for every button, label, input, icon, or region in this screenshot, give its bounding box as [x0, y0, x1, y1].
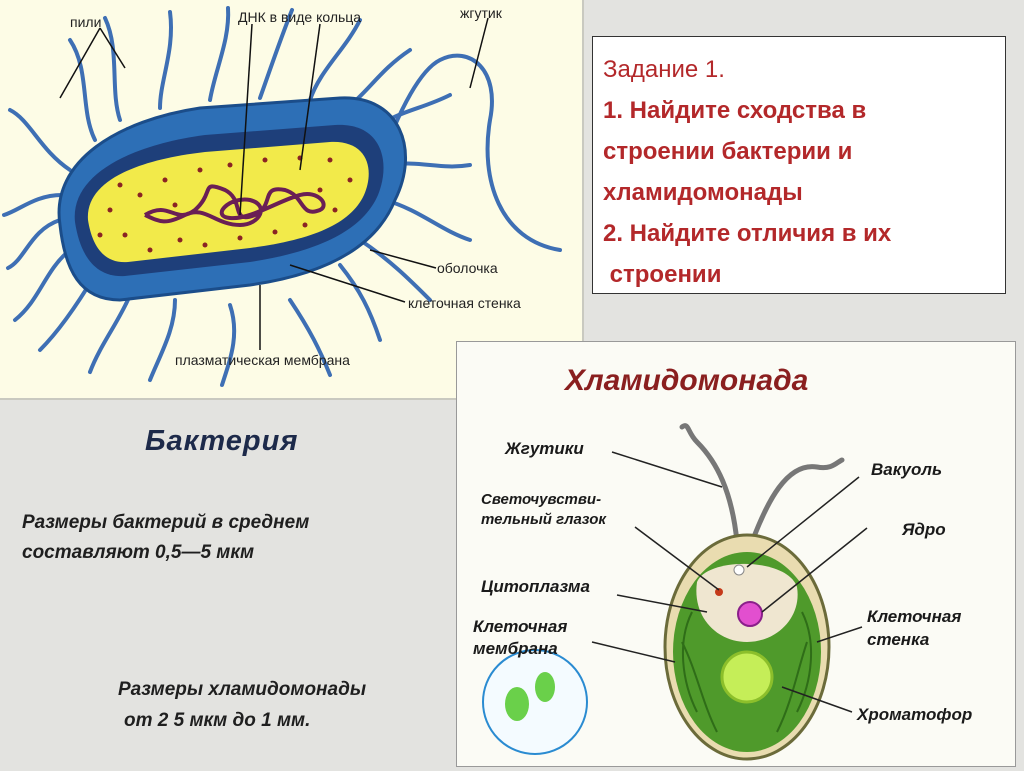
chlamy-chromatophore-lines — [681, 611, 812, 733]
chlamydomonas-diagram-panel: Хламидомонада — [456, 341, 1016, 767]
task-line-2: строении бактерии и — [603, 138, 853, 165]
chlamy-pyrenoid — [720, 650, 774, 704]
bacteria-title: Бактерия — [145, 425, 299, 457]
chlamy-label-flagella: Жгутики — [504, 439, 584, 458]
chlamy-label-cell-wall-1: Клеточная — [867, 607, 961, 626]
chlamy-inset — [482, 649, 588, 755]
chlamy-eyespot — [715, 588, 723, 596]
chlamy-flagella — [679, 423, 845, 545]
chlamy-label-nucleus: Ядро — [901, 520, 946, 539]
bacteria-diagram-panel: пили ДНК в виде кольца жгутик оболочка к… — [0, 0, 584, 400]
chlamy-vacuole — [733, 564, 745, 576]
bacteria-pili — [2, 6, 562, 387]
task-title: Задание 1. — [603, 56, 725, 83]
chlamy-label-eyespot-2: тельный глазок — [481, 511, 607, 528]
label-pili: пили — [70, 14, 101, 30]
chlamydomonas-diagram: Хламидомонада — [473, 364, 972, 761]
chlamy-title: Хламидомонада — [563, 364, 808, 397]
chlamy-label-chromatophore: Хроматофор — [856, 705, 972, 724]
chlamy-label-membrane-1: Клеточная — [473, 617, 567, 636]
chlamy-size-text-1: Размеры хламидомонады — [118, 679, 367, 700]
label-shell: оболочка — [437, 260, 498, 276]
bacteria-leader-lines — [59, 17, 489, 350]
chlamy-size-text-2: от 2 5 мкм до 1 мм. — [124, 710, 311, 731]
chlamy-inset-cell-1 — [505, 687, 529, 721]
chlamy-label-cell-wall-2: стенка — [867, 630, 929, 649]
label-plasma-membrane: плазматическая мембрана — [175, 352, 350, 368]
chlamy-nucleus — [737, 601, 763, 627]
bacteria-size-text-1: Размеры бактерий в среднем — [22, 512, 310, 533]
bacteria-size-text-2: составляют 0,5—5 мкм — [22, 542, 255, 563]
bacteria-ribosomes — [97, 155, 353, 253]
chlamy-label-eyespot-1: Светочувстви- — [481, 491, 601, 508]
task-line-3: хламидомонады — [603, 179, 803, 206]
bacteria-diagram: пили ДНК в виде кольца жгутик оболочка к… — [2, 5, 562, 387]
label-flagellum: жгутик — [460, 5, 503, 21]
chlamy-leader-lines — [591, 451, 868, 713]
bacteria-dna — [143, 184, 326, 228]
task-line-1: 1. Найдите сходства в — [603, 97, 867, 124]
chlamy-label-membrane-2: мембрана — [473, 639, 558, 658]
task-box: Задание 1. 1. Найдите сходства в строени… — [592, 36, 1006, 294]
chlamy-label-cytoplasm: Цитоплазма — [481, 577, 590, 596]
task-line-4: 2. Найдите отличия в их — [603, 220, 892, 247]
task-line-5: строении — [603, 261, 722, 288]
label-dna: ДНК в виде кольца — [238, 9, 361, 25]
label-cell-wall: клеточная стенка — [408, 295, 521, 311]
chlamy-label-vacuole: Вакуоль — [871, 460, 942, 479]
chlamy-inset-cell-2 — [535, 672, 555, 702]
